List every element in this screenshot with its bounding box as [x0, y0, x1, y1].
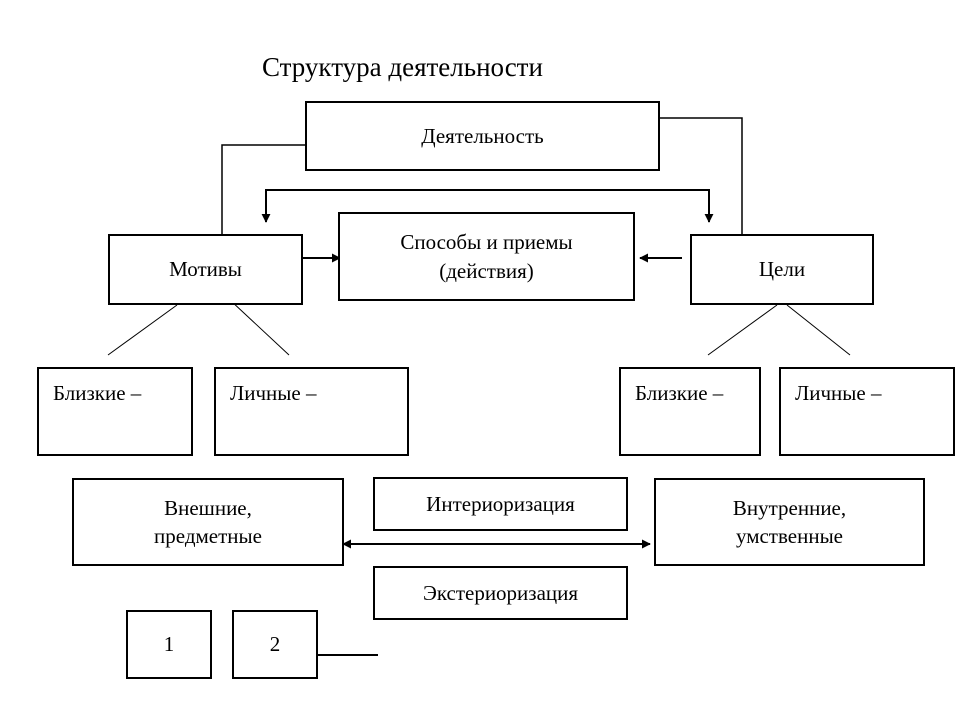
internal-label-line1: Внутренние, [732, 495, 847, 520]
internal-label-line2: умственные [735, 524, 843, 548]
external-label-line1: Внешние, [164, 495, 252, 520]
motives-branch-left [107, 304, 178, 356]
motives-personal-label: Личные – [230, 381, 317, 405]
methods-label-line1: Способы и приемы [400, 230, 573, 255]
interiorization-box: Интериоризация [373, 477, 628, 531]
motives-branch-right [229, 299, 290, 356]
motives-near-label: Близкие – [53, 381, 142, 405]
bracket-arrow-to-motives [261, 189, 485, 223]
interiorization-label: Интериоризация [426, 491, 575, 516]
goals-near-box: Близкие – [619, 367, 761, 456]
motives-label: Мотивы [169, 257, 242, 282]
goals-personal-label: Личные – [795, 381, 882, 405]
exteriorization-label: Экстериоризация [422, 580, 579, 605]
goals-near-label: Близкие – [635, 381, 724, 405]
goals-box: Цели [690, 234, 874, 305]
motives-near-box: Близкие – [37, 367, 193, 456]
methods-box: Способы и приемы (действия) [338, 212, 635, 301]
internal-box: Внутренние, умственные [654, 478, 925, 566]
diagram-title: Структура деятельности [262, 52, 543, 82]
numbered-box-1: 1 [126, 610, 212, 679]
goals-branch-right [786, 304, 851, 356]
bracket-arrow-to-goals [485, 189, 714, 223]
motives-box: Мотивы [108, 234, 303, 305]
goals-branch-left [707, 304, 778, 356]
numbered-box-2: 2 [232, 610, 318, 679]
exteriorization-box: Экстериоризация [373, 566, 628, 620]
motives-personal-box: Личные – [214, 367, 409, 456]
external-label-line2: предметные [154, 524, 262, 548]
activity-to-motives-line [221, 144, 305, 237]
goals-personal-box: Личные – [779, 367, 955, 456]
goals-label: Цели [758, 257, 806, 282]
numbered-box-2-label: 2 [269, 632, 281, 657]
activity-label: Деятельность [421, 123, 544, 148]
methods-label-line2: (действия) [439, 258, 534, 283]
external-box: Внешние, предметные [72, 478, 344, 566]
activity-box: Деятельность [305, 101, 660, 171]
activity-to-goals-line [660, 117, 743, 235]
numbered-box-1-label: 1 [163, 632, 175, 657]
